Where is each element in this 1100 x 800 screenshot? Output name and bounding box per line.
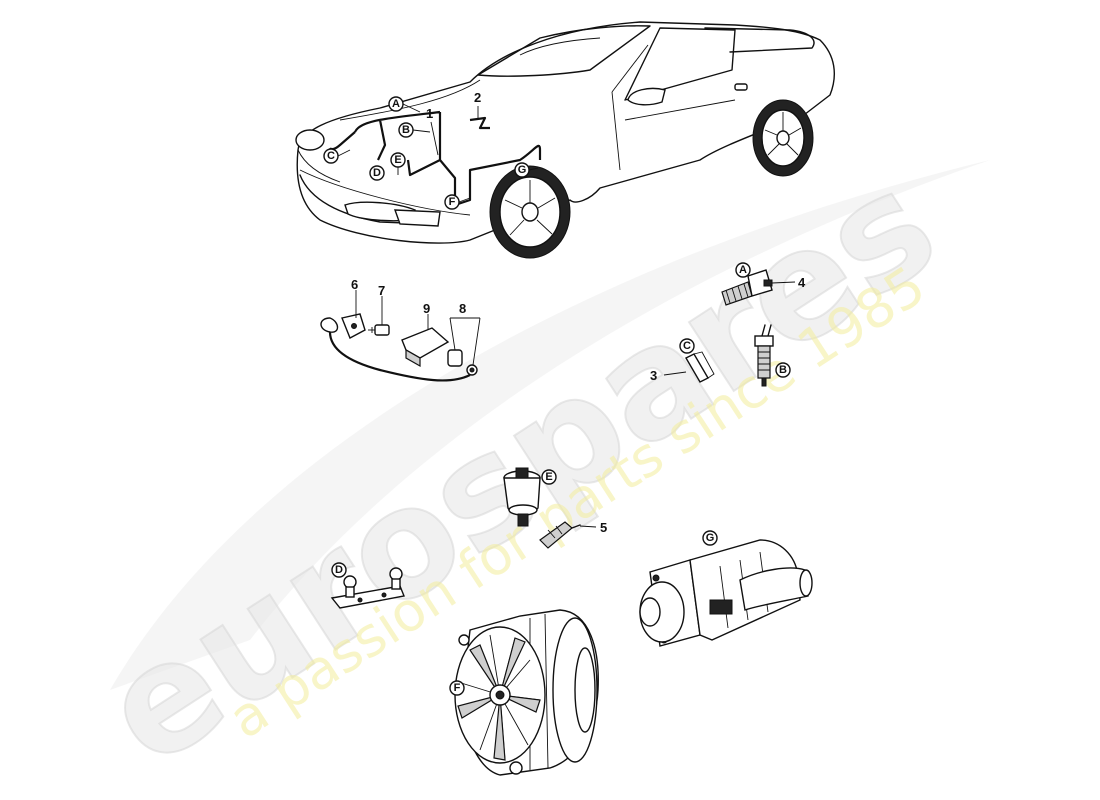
car-letter-callouts: A B C D E F G: [323, 96, 539, 210]
part-d-bracket: D: [330, 562, 405, 609]
car-callout-b: B: [402, 124, 410, 136]
part-d-letter: D: [335, 564, 343, 576]
part-f-alternator: F: [449, 609, 599, 776]
part-e-sender: E: [503, 467, 597, 549]
part-g-starter: G: [639, 530, 813, 647]
car-callout-f: F: [449, 196, 456, 208]
car-illustration: [295, 21, 836, 259]
part-4-sensor: A: [721, 262, 796, 306]
car-body: [296, 21, 836, 244]
callout-1: 1: [426, 106, 433, 121]
callout-3: 3: [650, 368, 657, 383]
sensor-cable-group: [320, 290, 481, 382]
front-wheel: [489, 165, 571, 259]
part-8-connector: [447, 349, 478, 376]
callout-8: 8: [459, 301, 466, 316]
car-callout-c: C: [327, 150, 335, 162]
callout-7: 7: [378, 283, 385, 298]
part-g-letter: G: [706, 532, 715, 544]
part-4-letter: A: [739, 264, 747, 276]
callout-9: 9: [423, 301, 430, 316]
car-callout-e: E: [394, 154, 401, 166]
callout-4: 4: [798, 275, 806, 290]
callout-5: 5: [600, 520, 607, 535]
callout-6: 6: [351, 277, 358, 292]
rear-wheel: [752, 99, 814, 177]
watermark-swoosh: [110, 160, 990, 690]
sensor-cable: [328, 331, 471, 382]
part-f-letter: F: [454, 682, 461, 694]
car-callout-g: G: [518, 164, 527, 176]
car-callout-a: A: [392, 98, 400, 110]
alternator-fan: [457, 634, 541, 761]
wiring-harness: [329, 110, 542, 207]
part-3-letter: C: [683, 340, 691, 352]
part-e-letter: E: [545, 471, 552, 483]
car-callout-d: D: [373, 167, 381, 179]
part-b-letter: B: [779, 364, 787, 376]
part-b-switch: B: [754, 324, 791, 387]
part-3-connector: C: [663, 338, 715, 383]
callout-2: 2: [474, 90, 481, 105]
part-7-pin: [368, 324, 390, 336]
part-9-block: [401, 327, 450, 359]
